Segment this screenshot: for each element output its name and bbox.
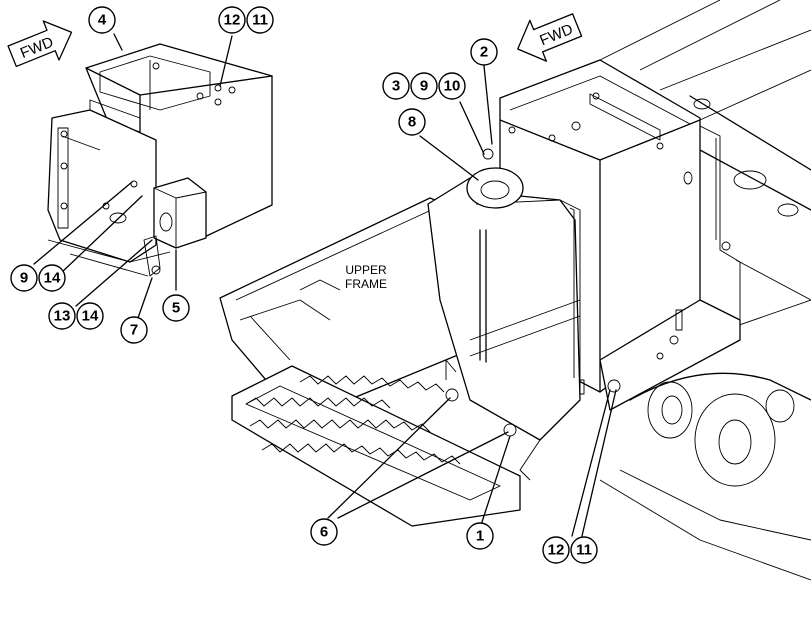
svg-text:7: 7 <box>130 322 138 339</box>
svg-text:9: 9 <box>420 78 428 95</box>
callout-6: 6 <box>310 518 338 546</box>
callout-2: 2 <box>470 38 498 66</box>
svg-text:8: 8 <box>408 114 416 131</box>
svg-text:5: 5 <box>172 300 180 317</box>
callout-5: 5 <box>162 294 190 322</box>
callout-13: 13 <box>48 302 76 330</box>
svg-text:11: 11 <box>576 542 592 559</box>
callout-12-top: 12 <box>218 6 246 34</box>
svg-text:9: 9 <box>20 270 28 287</box>
fwd-arrow-right: FWD <box>517 13 583 62</box>
callout-11-bottom: 11 <box>570 536 598 564</box>
svg-text:6: 6 <box>320 524 328 541</box>
callout-9-left: 9 <box>10 264 38 292</box>
detail-view-bracket: FWD <box>7 20 273 277</box>
svg-text:12: 12 <box>224 12 241 29</box>
svg-text:14: 14 <box>44 270 61 287</box>
svg-text:4: 4 <box>98 12 107 29</box>
callout-14-lower: 14 <box>76 302 104 330</box>
upper-frame-label-line1: UPPER <box>345 263 387 277</box>
svg-text:3: 3 <box>392 78 400 95</box>
callout-4: 4 <box>88 6 116 34</box>
callout-3: 3 <box>382 72 410 100</box>
leader-lines <box>33 33 617 537</box>
callout-12-bottom: 12 <box>542 536 570 564</box>
fwd-arrow-left: FWD <box>7 20 73 68</box>
upper-frame-label-line2: FRAME <box>345 277 387 291</box>
main-view-assembly: FWD UPPER FRAME <box>219 0 811 581</box>
svg-text:12: 12 <box>548 542 565 559</box>
svg-text:10: 10 <box>444 78 461 95</box>
svg-text:11: 11 <box>252 12 268 29</box>
svg-text:13: 13 <box>54 308 71 325</box>
callout-8: 8 <box>398 108 426 136</box>
callout-10: 10 <box>438 72 466 100</box>
callout-11-top: 11 <box>246 6 274 34</box>
callout-1: 1 <box>466 522 494 550</box>
callout-9-right: 9 <box>410 72 438 100</box>
svg-text:14: 14 <box>82 308 99 325</box>
callout-14-upper: 14 <box>38 264 66 292</box>
callout-7: 7 <box>120 316 148 344</box>
svg-text:2: 2 <box>480 44 488 61</box>
svg-text:1: 1 <box>476 528 484 545</box>
